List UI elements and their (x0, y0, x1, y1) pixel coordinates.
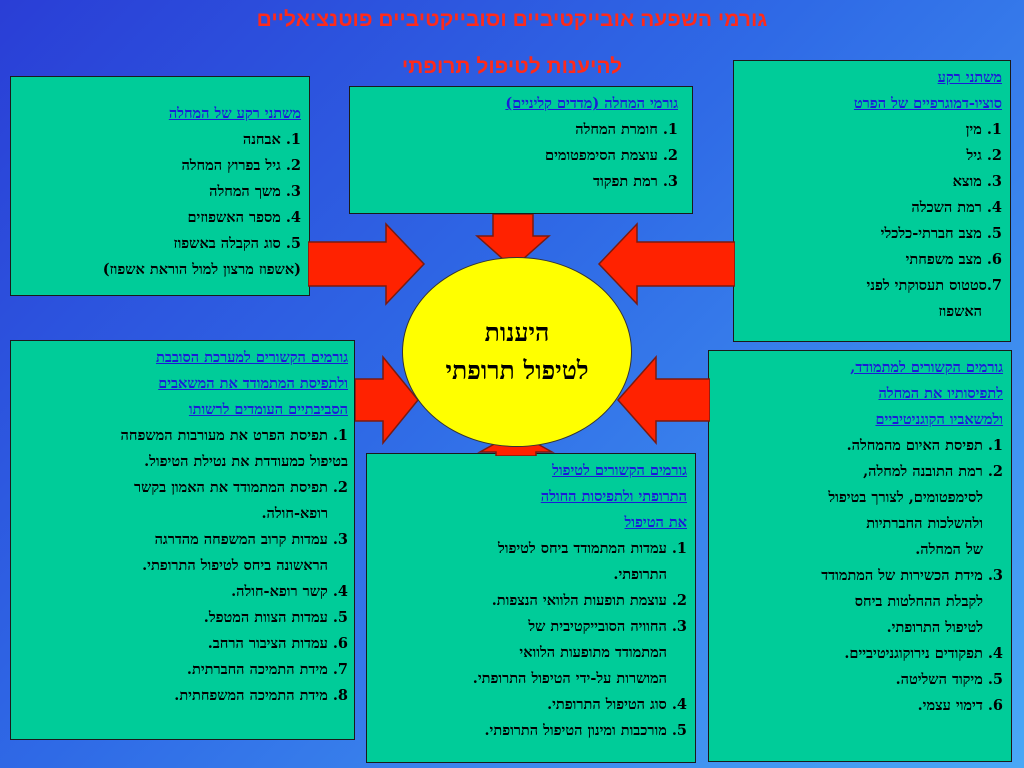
list-item: 1. מין (965, 121, 1002, 138)
box-background-variables: משתני רקע סוציו-דמוגרפיים של הפרט 1. מין… (733, 60, 1011, 342)
box-head: גורמים הקשורים לטיפול (552, 462, 687, 479)
box-environment-factors: גורמים הקשורים למערכת הסובבת ולתפיסת המת… (10, 340, 355, 740)
box-head: גורמים הקשורים למערכת הסובבת (155, 349, 348, 366)
list-item: ולהשלכות החברתיות (866, 515, 983, 532)
list-item: 2. תפיסת המתמודד את האמון בקשר (134, 479, 348, 496)
center-line-2: לטיפול תרופתי (445, 356, 589, 385)
list-item: האשפוז (938, 303, 982, 320)
list-item: 4. קשר רופא-חולה. (231, 583, 348, 600)
list-item: 2. גיל בפרוץ המחלה (181, 157, 301, 174)
list-item: (אשפוז מרצון למול הוראת אשפוז) (102, 261, 301, 278)
list-item: 4. סוג הטיפול התרופתי. (547, 696, 687, 713)
list-item: רופא-חולה. (261, 505, 328, 522)
list-item: בטיפול כמעודדת את נטילת הטיפול. (144, 453, 348, 470)
box-disease-background: משתני רקע של המחלה 1. אבחנה 2. גיל בפרוץ… (10, 76, 310, 296)
arrow-left-bottomright-icon (616, 355, 710, 445)
box-head: משתני רקע (937, 69, 1002, 86)
list-item: 1. חומרת המחלה (575, 121, 678, 138)
list-item: של המחלה. (915, 541, 983, 558)
title-line-1: גורמי השפעה אובייקטיביים וסובייקטיביים פ… (256, 8, 768, 31)
center-line-1: היענות (484, 318, 550, 347)
list-item: 5. מורכבות ומינון הטיפול התרופתי. (484, 722, 688, 739)
box-clinical-factors: גורמי המחלה (מדדים קליניים) 1. חומרת המח… (349, 86, 693, 214)
box-head: ולמשאביו הקוגניטיביים (875, 411, 1003, 428)
list-item: התרופתי. (613, 566, 667, 583)
list-item: המתמודד מתופעות הלוואי (519, 644, 667, 661)
box-head: הסביבתיים העומדים לרשותו (188, 401, 348, 418)
box-treatment-factors: גורמים הקשורים לטיפול התרופתי ולתפיסות ה… (366, 453, 696, 763)
list-item: 5. סוג הקבלה באשפוז (173, 235, 301, 252)
box-head: גורמים הקשורים למתמודד, (850, 359, 1003, 376)
arrow-down-top-icon (475, 214, 551, 270)
box-head: את הטיפול (624, 514, 687, 531)
list-item: 6. מצב משפחתי (905, 251, 1002, 268)
box-head: גורמי המחלה (מדדים קליניים) (505, 95, 678, 112)
list-item: לסימפטומים, לצורך בטיפול (828, 489, 983, 506)
arrow-left-topright-icon (597, 222, 735, 306)
list-item: 2. עוצמת תופעות הלוואי הנצפות. (491, 592, 687, 609)
center-adherence-ellipse: היענות לטיפול תרופתי (402, 257, 632, 447)
list-item: 1. תפיסת האיום מהמחלה. (846, 437, 1003, 454)
box-patient-factors: גורמים הקשורים למתמודד, לתפיסותיו את המח… (708, 350, 1012, 762)
list-item: לקבלת ההחלטות ביחס (854, 593, 983, 610)
list-item: 6. עמדות הציבור הרחב. (207, 635, 348, 652)
list-item: 3. מידת הכשירות של המתמודד (821, 567, 1003, 584)
list-item: 1. תפיסת הפרט את מעורבות המשפחה (120, 427, 348, 444)
list-item: 3. משך המחלה (209, 183, 301, 200)
list-item: 3. רמת תפקוד (593, 173, 678, 190)
list-item: הראשונה ביחס לטיפול התרופתי. (142, 557, 328, 574)
list-item: 2. עוצמת הסימפטומים (545, 147, 678, 164)
list-item: 4. תפקודים נירוקוגניטיביים. (844, 645, 1003, 662)
list-item: 3. עמדות קרוב המשפחה מהדרגה (154, 531, 348, 548)
list-item: 2. רמת התובנה למחלה, (863, 463, 1003, 480)
list-item: 1. אבחנה (242, 131, 301, 148)
arrow-right-topleft-icon (308, 222, 426, 306)
title-line-2: להיענות לטיפול תרופתי (401, 55, 623, 78)
box-head: סוציו-דמוגרפיים של הפרט (853, 95, 1002, 112)
box-head: ולתפיסת המתמודד את המשאבים (158, 375, 348, 392)
list-item: 4. רמת השכלה (911, 199, 1002, 216)
list-item: 4. מספר האשפוזים (187, 209, 302, 226)
list-item: 3. החוויה הסובייקטיבית של (528, 618, 687, 635)
list-item: 8. מידת התמיכה המשפחתית. (174, 687, 348, 704)
box-head: לתפיסותיו את המחלה (878, 385, 1003, 402)
list-item: 6. דימוי עצמי. (917, 697, 1003, 714)
list-item: 3. מוצא (952, 173, 1002, 190)
list-item: 5. מיקוד השליטה. (895, 671, 1003, 688)
list-item: המושרות על-ידי הטיפול התרופתי. (472, 670, 667, 687)
box-head: משתני רקע של המחלה (168, 105, 301, 122)
list-item: 7. מידת התמיכה החברתית. (186, 661, 348, 678)
list-item: 5. מצב חברתי-כלכלי (880, 225, 1002, 242)
arrow-right-bottomleft-icon (355, 355, 419, 445)
list-item: 2. גיל (966, 147, 1002, 164)
list-item: 7.סטטוס תעסוקתי לפני (866, 277, 1002, 294)
box-head: התרופתי ולתפיסות החולה (540, 488, 687, 505)
list-item: 1. עמדות המתמודד ביחס לטיפול (497, 540, 687, 557)
list-item: לטיפול התרופתי. (886, 619, 983, 636)
list-item: 5. עמדות הצוות המטפל. (203, 609, 348, 626)
